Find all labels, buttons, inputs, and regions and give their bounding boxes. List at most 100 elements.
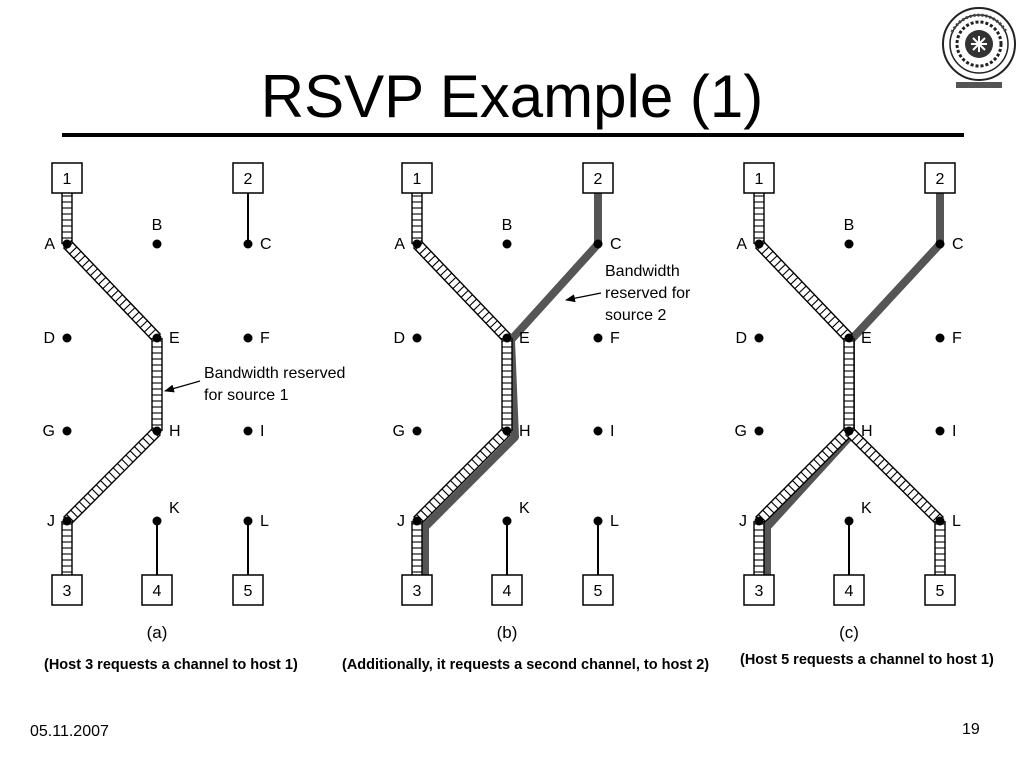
host-box-4 xyxy=(141,574,173,606)
reservation-source-5 xyxy=(844,426,946,575)
router-label-h: H xyxy=(169,423,181,440)
router-label-i: I xyxy=(260,423,264,440)
panel-label-a: (a) xyxy=(147,623,168,642)
router-b xyxy=(152,239,162,249)
router-l xyxy=(243,516,253,526)
router-label-c: C xyxy=(952,236,964,253)
router-k xyxy=(152,516,162,526)
router-label-b: B xyxy=(844,217,855,234)
router-label-i: I xyxy=(952,423,956,440)
host-box-1 xyxy=(401,162,433,194)
reservation-source-1 xyxy=(61,193,163,575)
host-label-3: 3 xyxy=(413,583,422,600)
router-g xyxy=(754,426,764,436)
router-label-h: H xyxy=(519,423,531,440)
host-label-4: 4 xyxy=(153,583,162,600)
host-box-1 xyxy=(51,162,83,194)
router-k xyxy=(502,516,512,526)
host-label-5: 5 xyxy=(244,583,253,600)
router-e xyxy=(152,333,162,343)
host-box-2 xyxy=(582,162,614,194)
router-d xyxy=(62,333,72,343)
router-label-f: F xyxy=(260,330,270,347)
router-label-g: G xyxy=(735,423,747,440)
router-label-e: E xyxy=(519,330,530,347)
annotation-arrow xyxy=(164,380,201,393)
host-box-3 xyxy=(743,574,775,606)
router-label-j: J xyxy=(397,513,405,530)
router-label-g: G xyxy=(43,423,55,440)
router-a xyxy=(62,239,72,249)
router-label-j: J xyxy=(739,513,747,530)
router-label-d: D xyxy=(43,330,55,347)
host-label-1: 1 xyxy=(755,171,764,188)
router-e xyxy=(502,333,512,343)
router-j xyxy=(412,516,422,526)
router-label-l: L xyxy=(952,513,961,530)
host-label-1: 1 xyxy=(63,171,72,188)
host-label-4: 4 xyxy=(503,583,512,600)
annotation-line-2: for source 1 xyxy=(204,387,289,404)
host-label-1: 1 xyxy=(413,171,422,188)
annotation-line-1: Bandwidth xyxy=(605,263,680,280)
router-label-e: E xyxy=(861,330,872,347)
router-h xyxy=(844,426,854,436)
router-j xyxy=(754,516,764,526)
host-box-3 xyxy=(51,574,83,606)
router-k xyxy=(844,516,854,526)
router-label-b: B xyxy=(152,217,163,234)
router-l xyxy=(935,516,945,526)
title-underline xyxy=(62,133,964,137)
router-label-h: H xyxy=(861,423,873,440)
router-h xyxy=(502,426,512,436)
router-label-c: C xyxy=(260,236,272,253)
router-label-c: C xyxy=(610,236,622,253)
router-label-a: A xyxy=(736,236,747,253)
router-i xyxy=(935,426,945,436)
host-label-2: 2 xyxy=(594,171,603,188)
host-box-1 xyxy=(743,162,775,194)
host-label-3: 3 xyxy=(63,583,72,600)
host-label-2: 2 xyxy=(936,171,945,188)
annotation-line-2: reserved for xyxy=(605,285,691,302)
institute-logo-icon xyxy=(942,7,1016,88)
router-b xyxy=(844,239,854,249)
reservation-source-2 xyxy=(421,193,602,575)
host-label-5: 5 xyxy=(936,583,945,600)
panel-label-c: (c) xyxy=(839,623,859,642)
router-f xyxy=(243,333,253,343)
router-i xyxy=(243,426,253,436)
caption-panel-b: (Additionally, it requests a second chan… xyxy=(342,657,710,673)
annotation-arrow xyxy=(565,292,602,303)
router-c xyxy=(593,239,603,249)
host-label-4: 4 xyxy=(845,583,854,600)
router-e xyxy=(844,333,854,343)
router-label-k: K xyxy=(861,500,872,517)
router-label-e: E xyxy=(169,330,180,347)
caption-panel-c: (Host 5 requests a channel to host 1) xyxy=(740,652,994,668)
router-label-a: A xyxy=(394,236,405,253)
router-label-k: K xyxy=(169,500,180,517)
router-label-g: G xyxy=(393,423,405,440)
router-f xyxy=(593,333,603,343)
router-label-k: K xyxy=(519,500,530,517)
router-label-l: L xyxy=(260,513,269,530)
host-box-5 xyxy=(232,574,264,606)
panel-label-b: (b) xyxy=(497,623,518,642)
router-g xyxy=(62,426,72,436)
router-f xyxy=(935,333,945,343)
host-box-2 xyxy=(924,162,956,194)
router-label-f: F xyxy=(952,330,962,347)
slide-title: RSVP Example (1) xyxy=(260,63,764,130)
router-l xyxy=(593,516,603,526)
router-b xyxy=(502,239,512,249)
router-g xyxy=(412,426,422,436)
router-h xyxy=(152,426,162,436)
reservation-source-1 xyxy=(411,193,513,575)
host-box-4 xyxy=(833,574,865,606)
router-a xyxy=(754,239,764,249)
